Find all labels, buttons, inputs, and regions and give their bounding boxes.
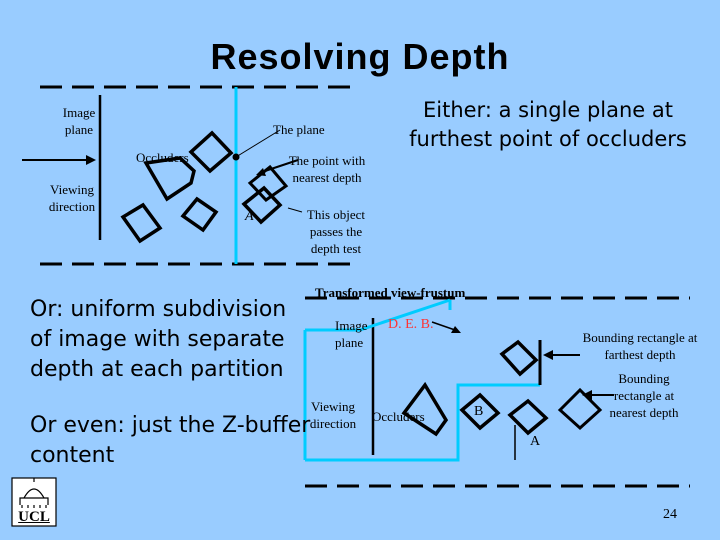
- top-viewing-direction-label: Viewing direction: [48, 182, 96, 214]
- bounding-far-label: Bounding rectangle at farthest depth: [582, 330, 698, 362]
- top-image-plane-label: Image plane: [62, 105, 96, 137]
- deb-label: D. E. B.: [388, 317, 434, 332]
- page-title: Resolving Depth: [210, 36, 510, 77]
- top-dashed-bounds: [40, 85, 360, 266]
- top-occluder-square-lower: [180, 196, 219, 233]
- top-label-a: A: [245, 209, 254, 224]
- the-plane-label: The plane: [273, 122, 325, 137]
- bottom-occluder-a: [507, 398, 549, 436]
- bottom-label-b: B: [474, 404, 484, 419]
- bottom-occluder-quad: [401, 381, 449, 437]
- bottom-dashed-bounds: [305, 296, 690, 488]
- or-even-text: Or even: just the Z-buffer content: [30, 413, 311, 468]
- page-number: 24: [663, 507, 677, 522]
- ucl-logo-art: [11, 477, 57, 527]
- bottom-occluder-right: [557, 387, 603, 431]
- depth-test-label: This object passes the depth test: [306, 207, 366, 256]
- bounding-near-label: Bounding rectangle at nearest depth: [609, 371, 679, 420]
- either-text: Either: a single plane at furthest point…: [409, 98, 687, 151]
- top-occluder-quad: [143, 156, 196, 202]
- bottom-occluder-square-upper: [499, 339, 539, 377]
- top-occluder-square-upper: [188, 130, 234, 174]
- nearest-point-label: The point with nearest depth: [288, 153, 366, 185]
- bottom-occluders-label: Occluders: [372, 409, 425, 424]
- bottom-image-plane-label: Image plane: [335, 318, 368, 350]
- or-text: Or: uniform subdivision of image with se…: [30, 297, 287, 382]
- top-occluder-a: [241, 185, 283, 225]
- top-occluders-label: Occluders: [136, 150, 189, 165]
- bottom-label-a: A: [530, 434, 541, 449]
- bottom-occluder-b: [459, 392, 501, 431]
- ucl-logo: UCL: [18, 509, 50, 525]
- transformed-frustum-label: Transformed view-frustum: [315, 285, 466, 300]
- bottom-cyan-frustum: [303, 298, 540, 462]
- bottom-viewing-direction-label: Viewing direction: [309, 399, 357, 431]
- top-occluder-square-left: [120, 202, 163, 244]
